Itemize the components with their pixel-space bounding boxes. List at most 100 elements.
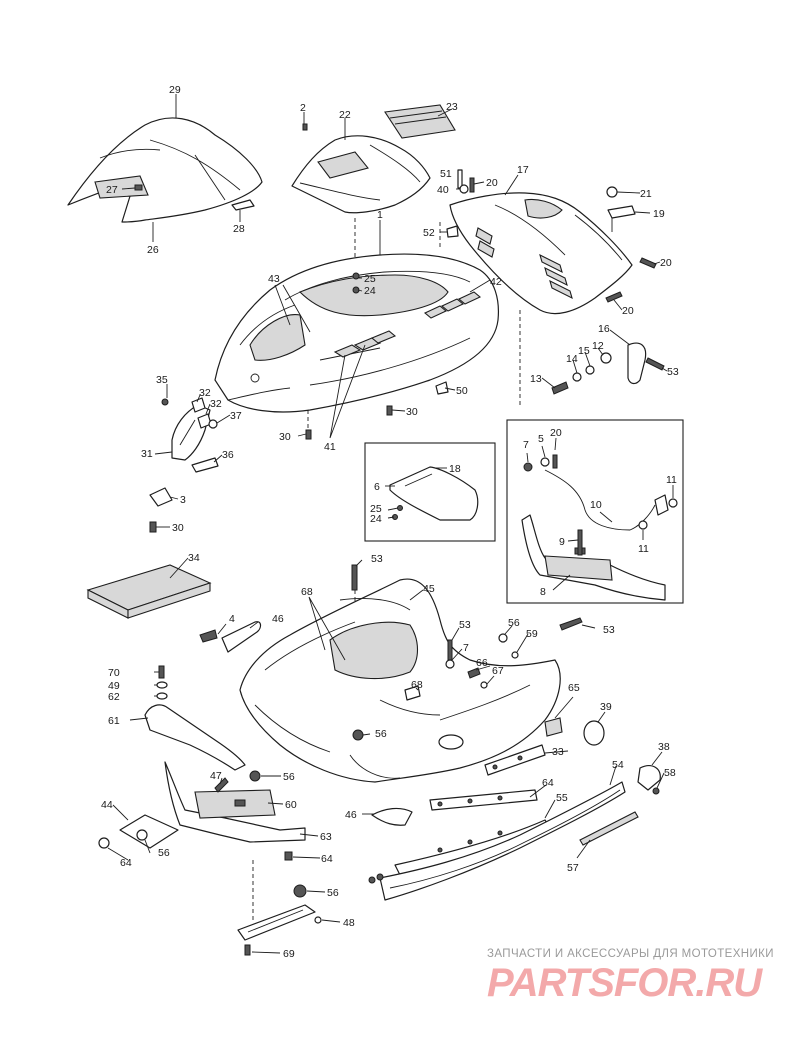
grab-handle [221, 621, 262, 653]
callout-58: 58 [664, 767, 676, 779]
bolt-66 [467, 667, 481, 679]
callout-25-b: 25 [370, 503, 382, 515]
callout-18: 18 [449, 463, 461, 475]
callout-53-b: 53 [371, 553, 383, 565]
callout-8: 8 [540, 586, 546, 598]
callout-32-b: 32 [210, 398, 222, 410]
callout-3: 3 [180, 494, 186, 506]
clip-59 [511, 651, 519, 659]
callout-53-c: 53 [459, 619, 471, 631]
bolt-9 [577, 529, 583, 556]
screw-20a [469, 177, 475, 193]
callout-28: 28 [233, 223, 245, 235]
washer-62 [156, 692, 168, 700]
screw-30c [149, 521, 157, 533]
callout-53-d: 53 [603, 624, 615, 636]
nut-56c [249, 770, 261, 782]
bolt-35 [161, 398, 169, 406]
rod-57 [579, 811, 639, 846]
callout-34: 34 [188, 552, 200, 564]
callout-29: 29 [169, 84, 181, 96]
callout-27: 27 [106, 184, 118, 196]
callout-6: 6 [374, 481, 380, 493]
tow-53d [559, 617, 583, 631]
rivet-2 [302, 123, 308, 131]
callout-7-a: 7 [523, 439, 529, 451]
ski-54 [368, 781, 626, 901]
callout-54: 54 [612, 759, 624, 771]
belly-pan [239, 578, 561, 783]
screw-48 [314, 916, 322, 924]
callout-68-a: 68 [301, 586, 313, 598]
callout-70: 70 [108, 667, 120, 679]
pin-53b [351, 564, 358, 591]
callout-56-c: 56 [283, 771, 295, 783]
callout-37: 37 [230, 410, 242, 422]
callout-20-c: 20 [622, 305, 634, 317]
nut-11b [638, 520, 648, 530]
callout-23: 23 [446, 101, 458, 113]
callout-67: 67 [492, 665, 504, 677]
plate-65 [544, 717, 563, 737]
windshield-clip [231, 199, 255, 211]
callout-56-d: 56 [158, 847, 170, 859]
nut-7a [523, 462, 533, 472]
callout-62: 62 [108, 691, 120, 703]
callout-56-e: 56 [327, 887, 339, 899]
callout-17: 17 [517, 164, 529, 176]
callout-40: 40 [437, 184, 449, 196]
callout-33: 33 [552, 746, 564, 758]
callout-31: 31 [141, 448, 153, 460]
watermark-caption: ЗАПЧАСТИ И АКСЕССУАРЫ ДЛЯ МОТОТЕХНИКИ [487, 948, 774, 960]
latch-16 [627, 342, 647, 385]
callout-55: 55 [556, 792, 568, 804]
callout-52: 52 [423, 227, 435, 239]
callout-5: 5 [538, 433, 544, 445]
bolt-58 [652, 787, 660, 795]
inner-bracket [389, 466, 479, 521]
callout-64-c: 64 [542, 777, 554, 789]
hood-screw-30a [386, 405, 393, 416]
screw-69 [244, 944, 251, 956]
washer-15 [585, 365, 595, 375]
cap-39 [583, 720, 605, 746]
nut-56d [136, 829, 148, 841]
callout-19: 19 [653, 208, 665, 220]
nut-56b [498, 633, 508, 643]
tab-10 [654, 494, 669, 516]
callout-35: 35 [156, 374, 168, 386]
pin-53c [447, 639, 453, 661]
callout-61: 61 [108, 715, 120, 727]
washer-14 [572, 372, 582, 382]
callout-51: 51 [440, 168, 452, 180]
callout-10: 10 [590, 499, 602, 511]
callout-68-b: 68 [411, 679, 423, 691]
callout-12: 12 [592, 340, 604, 352]
callout-1: 1 [377, 209, 383, 221]
callout-48: 48 [343, 917, 355, 929]
washer-67 [480, 681, 488, 689]
callout-47: 47 [210, 770, 222, 782]
hinge-38 [637, 765, 661, 791]
washer-5 [540, 457, 550, 467]
bolt-64a [98, 837, 110, 849]
callout-15: 15 [578, 345, 590, 357]
callout-4: 4 [229, 613, 235, 625]
callout-43: 43 [268, 273, 280, 285]
callout-25: 25 [364, 273, 376, 285]
grommet-56a [352, 729, 364, 741]
callout-64-b: 64 [321, 853, 333, 865]
callout-labels: 29 2 22 23 27 28 26 1 43 25 24 42 50 30 … [101, 84, 679, 960]
callout-64-a: 64 [120, 857, 132, 869]
callout-16: 16 [598, 323, 610, 335]
bracket-19 [607, 205, 636, 232]
callout-57: 57 [567, 862, 579, 874]
callout-9: 9 [559, 536, 565, 548]
nut-56e [293, 884, 307, 898]
bolt-4 [199, 629, 218, 643]
cable-10 [544, 469, 656, 531]
callout-30-hood-b: 30 [279, 431, 291, 443]
pin-53a [645, 357, 665, 371]
callout-7-b: 7 [463, 642, 469, 654]
